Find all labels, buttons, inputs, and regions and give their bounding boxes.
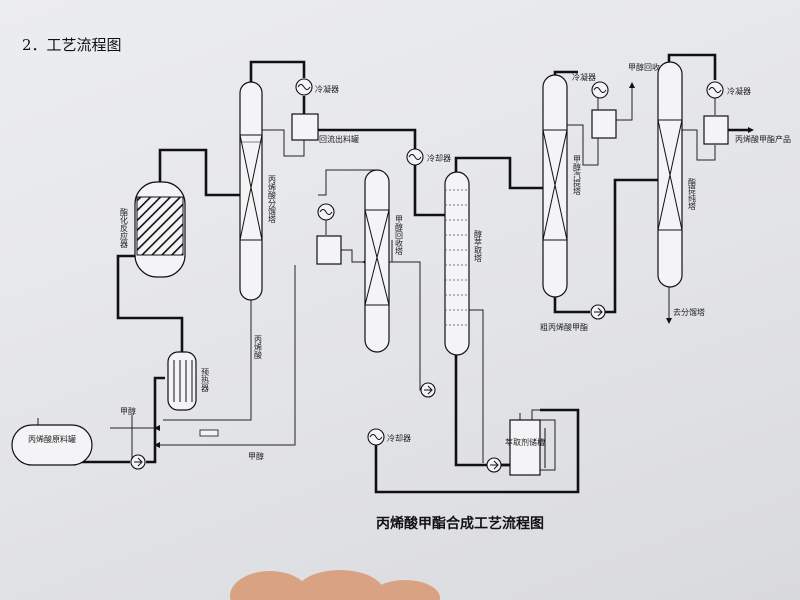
- pipe-acid-tower-overhead: [249, 60, 306, 85]
- stripper-reflux: [566, 124, 599, 166]
- pipe-reactor-to-acid-tower: [158, 148, 240, 197]
- recovery-reflux: [341, 249, 365, 263]
- reflux-tank-label: 回流出料罐: [319, 134, 359, 144]
- pipe-reflux-to-extraction: [317, 128, 445, 217]
- condenser-1: 冷凝器: [295, 78, 339, 96]
- fingers-photo-artifact: [230, 570, 440, 600]
- methanol-recovery-tower: 甲醇回收塔: [364, 169, 404, 353]
- thin-lines: [37, 82, 754, 471]
- acid-fractionation-tower: 丙烯酸分馏塔: [239, 81, 277, 301]
- extraction-feed-line: [392, 261, 428, 391]
- condenser-1-label: 冷凝器: [315, 84, 339, 94]
- condenser-3: 冷凝器: [572, 72, 609, 99]
- stripper-label: 甲醇汽提塔: [573, 155, 582, 196]
- recovery-reflux-tank: [316, 235, 342, 265]
- ester-tower-label: 酯提纯塔: [688, 178, 697, 211]
- pipe-stripper-bottom: [553, 295, 590, 314]
- extractant-tank-label: 萃取剂储槽: [505, 437, 545, 447]
- diagram-caption: 丙烯酸甲酯合成工艺流程图: [376, 515, 544, 532]
- acid-tower-label: 丙烯酸分馏塔: [268, 175, 277, 224]
- extractant-tank-top: [531, 409, 540, 420]
- reactor-label: 酯化反应器: [120, 208, 129, 249]
- pump-extractant: [486, 457, 502, 473]
- process-pipes: [82, 53, 748, 494]
- methanol-return-label: 甲醇: [248, 451, 264, 461]
- ester-reflux: [680, 129, 716, 161]
- methanol-recovery-out: [612, 88, 633, 121]
- crude-ester-label: 粗丙烯酸甲酯: [540, 322, 588, 332]
- acrylic-acid-return: [163, 300, 252, 421]
- pipe-preheater-to-reactor: [116, 254, 184, 352]
- raw-tank-label: 丙烯酸原料罐: [28, 434, 76, 444]
- extraction-tower: 醇萃取塔: [444, 171, 483, 356]
- methanol-recovery-label: 甲醇回收: [628, 62, 660, 72]
- condenser-2-label: 冷凝器: [572, 72, 596, 82]
- esterification-reactor: 酯化反应器: [120, 181, 186, 278]
- to-fractionation-label: 去分馏塔: [673, 307, 705, 317]
- methanol-stripper: 甲醇汽提塔: [542, 74, 582, 298]
- ester-refining-tower: 酯提纯塔: [657, 61, 697, 288]
- cooler-1-label: 冷却器: [427, 153, 451, 163]
- pipe-ester-overhead: [667, 53, 717, 80]
- condenser-4: 冷凝器: [706, 81, 751, 99]
- cooler-1: 冷却器: [406, 148, 451, 166]
- reflux-return-line: [251, 129, 305, 157]
- pump-crude-ester: [590, 304, 606, 320]
- pump-recovery: [420, 382, 436, 398]
- pipe-cooler-loop: [374, 408, 580, 494]
- recovery-tower-label: 甲醇回收塔: [395, 215, 404, 256]
- extractant-tank-line: [532, 419, 556, 471]
- pipe-pump-to-preheater: [146, 376, 165, 464]
- condenser-3-label: 冷凝器: [727, 86, 751, 96]
- reflux-tank: 回流出料罐: [291, 113, 359, 144]
- stripper-reflux-tank: [591, 109, 617, 139]
- condenser-2: [317, 203, 335, 221]
- acrylic-acid-label: 丙烯酸: [254, 335, 263, 360]
- pump-feed: [130, 454, 146, 470]
- preheater-label: 预热器: [201, 367, 210, 393]
- raw-material-tank: 丙烯酸原料罐: [11, 424, 93, 466]
- extraction-tower-label: 醇萃取塔: [474, 229, 483, 263]
- return-line-valve: [199, 429, 219, 437]
- extractant-storage-tank: 萃取剂储槽: [505, 419, 546, 476]
- pipe-pump-to-ester-tower: [605, 178, 660, 314]
- section-heading: 2．工艺流程图: [22, 36, 122, 54]
- pipe-extraction-to-stripper: [454, 156, 543, 190]
- preheater: 预热器: [167, 351, 210, 411]
- cooler-2: 冷却器: [367, 428, 411, 446]
- cooler-2-label: 冷却器: [387, 433, 411, 443]
- methanol-return-line: [160, 265, 296, 446]
- ester-reflux-tank: [703, 115, 729, 145]
- methanol-feed-label: 甲醇: [120, 406, 136, 416]
- product-label: 丙烯酸甲酯产品: [735, 134, 791, 144]
